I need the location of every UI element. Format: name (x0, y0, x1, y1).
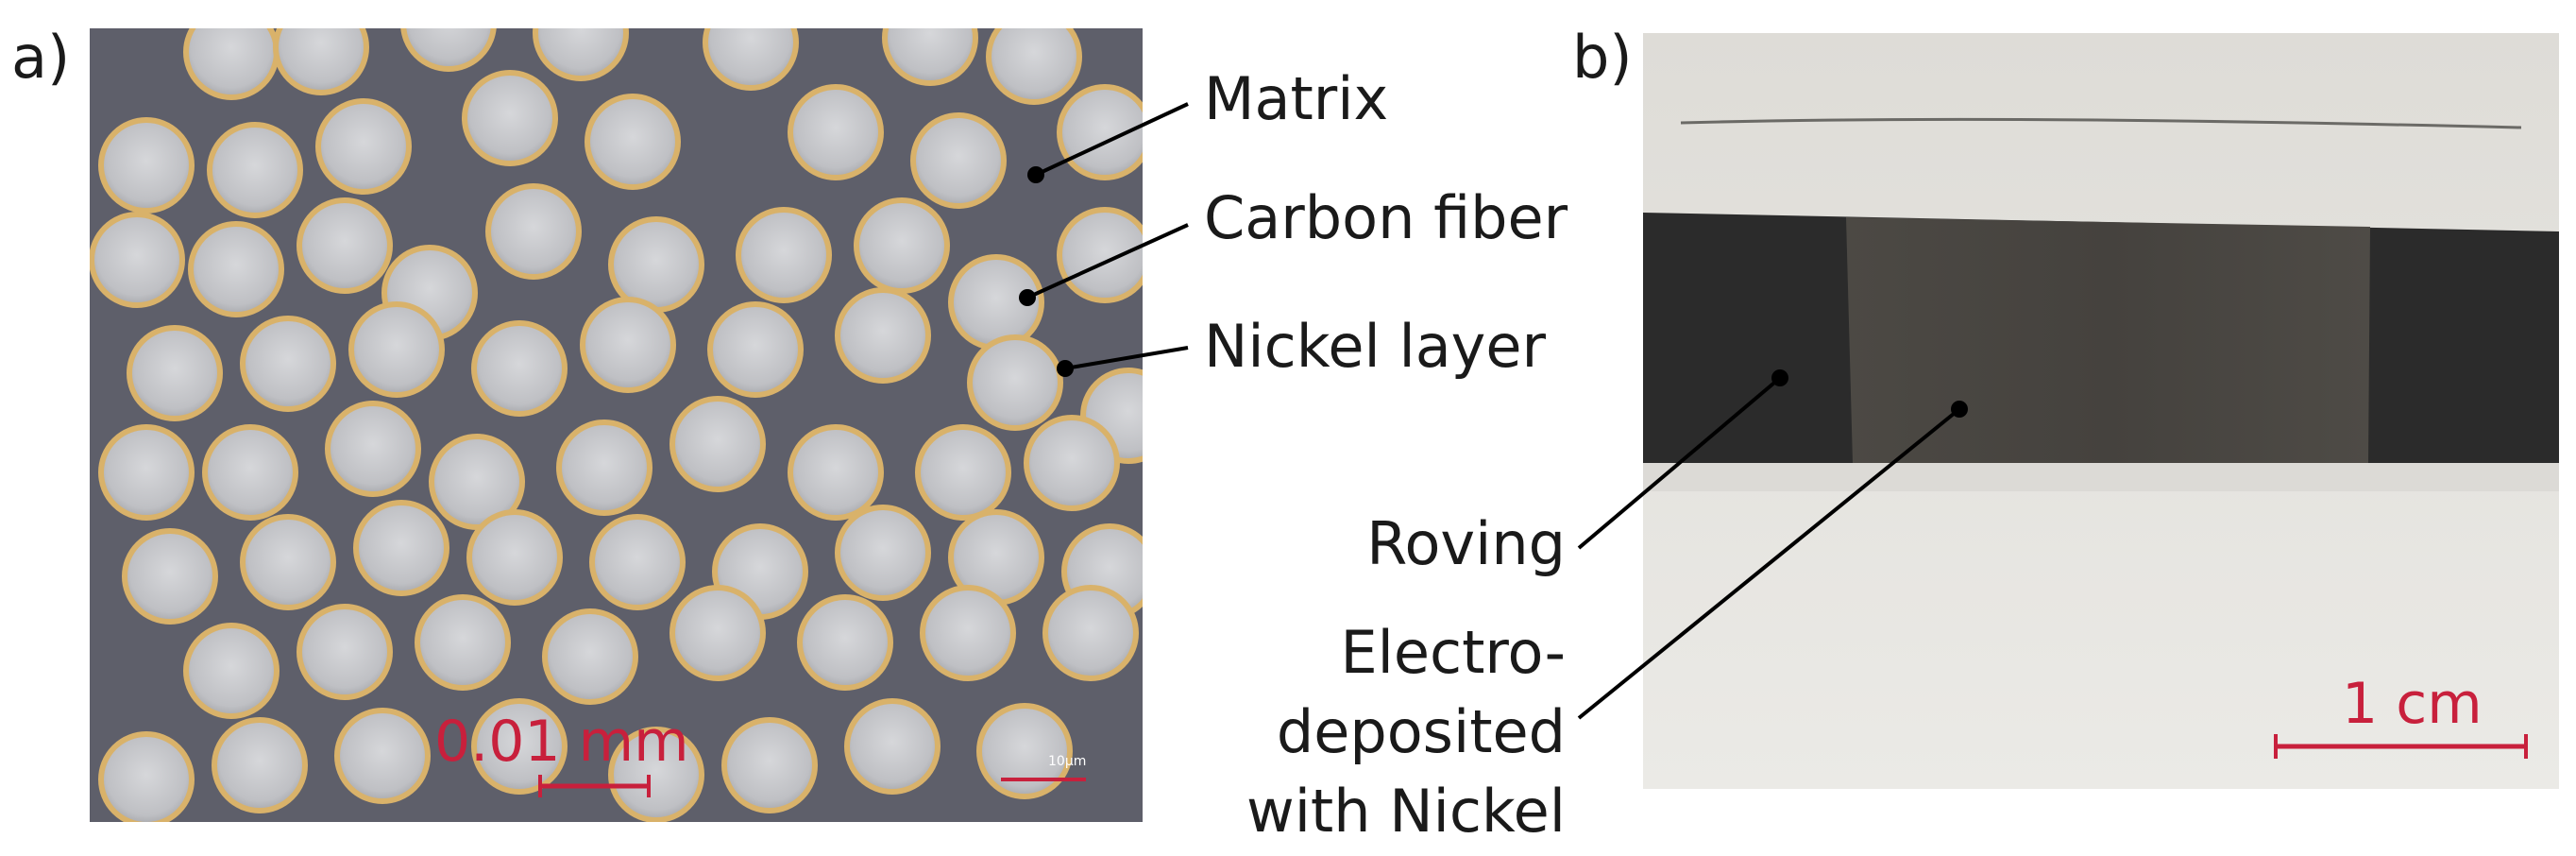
panel-b-leaders (1577, 369, 1968, 720)
carbon-fiber-cross-section (90, 212, 185, 308)
carbon-fiber-cross-section (462, 70, 558, 166)
carbon-fiber-cross-section (580, 297, 676, 393)
carbon-fiber-cross-section (122, 528, 218, 625)
fiber-group (90, 28, 1143, 822)
carbon-fiber-cross-section (415, 594, 511, 691)
electro-label-line3: with Nickel (1246, 777, 1566, 846)
carbon-fiber-cross-section (986, 28, 1082, 105)
carbon-fiber-cross-section (1024, 415, 1120, 511)
panel-a-label: a) (11, 23, 71, 92)
carbon-fiber-cross-section (835, 505, 931, 601)
roving-label: Roving (1366, 509, 1566, 578)
carbon-fiber-cross-section (348, 301, 445, 398)
carbon-fiber-cross-section (429, 434, 525, 530)
carbon-fiber-cross-section (533, 28, 629, 81)
micro-scalebar-label: 10µm (1048, 754, 1086, 769)
scalebar-b-label: 1 cm (2342, 671, 2483, 737)
carbon-fiber-cross-section (608, 727, 704, 822)
carbon-fiber-cross-section (920, 585, 1016, 681)
roving-marker (1771, 369, 1788, 386)
carbon-fiber-cross-section (315, 98, 412, 195)
carbon-fiber-cross-section (240, 514, 336, 610)
carbon-fiber-cross-section (183, 623, 280, 719)
carbon-fiber-cross-section (797, 594, 893, 691)
carbon-fiber-cross-section (703, 28, 799, 91)
carbon-fiber-cross-section (297, 197, 393, 294)
carbon-fiber-cross-section (585, 94, 681, 190)
carbon-fiber-cross-section (334, 708, 431, 804)
carbon-fiber-cross-section (471, 320, 568, 417)
micrograph-image: 0.01 mm 10µm (90, 28, 1143, 822)
carbon-fiber-cross-section (835, 287, 931, 384)
carbon-fiber-cross-section (485, 183, 582, 280)
panel-a-leaders (1019, 102, 1189, 377)
carbon-fiber-cross-section (967, 334, 1063, 431)
carbon-fiber-cross-section (98, 117, 195, 214)
carbon-fiber-cross-section (915, 424, 1011, 521)
carbon-fiber-cross-section (202, 424, 298, 521)
carbon-fiber-cross-section (207, 122, 303, 218)
carbon-fiber-cross-section (844, 698, 941, 795)
electro-label-line1: Electro- (1340, 618, 1566, 687)
roving-photo: 1 cm (1643, 33, 2559, 789)
carbon-fiber-label: Carbon fiber (1204, 183, 1568, 252)
nickel-coated-region (1846, 217, 2370, 463)
electro-label-line2: deposited (1276, 697, 1566, 766)
carbon-fiber-cross-section (910, 112, 1007, 209)
carbon-fiber-cross-section (353, 500, 449, 596)
nickel-layer-label: Nickel layer (1204, 312, 1547, 381)
carbon-fiber-cross-section (736, 207, 832, 303)
carbon-fiber-cross-section (471, 698, 568, 795)
carbon-fiber-cross-section (854, 197, 950, 294)
carbon-fiber-cross-section (127, 325, 223, 421)
carbon-fiber-cross-section (1042, 585, 1139, 681)
matrix-marker (1027, 166, 1044, 183)
carbon-fiber-cross-section (707, 301, 804, 398)
nickel-layer-marker (1057, 360, 1074, 377)
carbon-fiber-cross-section (556, 419, 652, 516)
carbon-fiber-cross-section (240, 316, 336, 412)
carbon-fiber-cross-section (721, 717, 818, 813)
carbon-fiber-cross-section (589, 514, 686, 610)
scalebar-label: 0.01 mm (434, 709, 689, 775)
carbon-fiber-cross-section (400, 28, 497, 72)
carbon-fiber-cross-section (212, 717, 308, 813)
matrix-label: Matrix (1204, 64, 1389, 133)
carbon-fiber-cross-section (669, 396, 766, 492)
carbon-fiber-cross-section (542, 608, 638, 705)
carbon-fiber-cross-section (788, 424, 884, 521)
carbon-fiber-cross-section (1057, 207, 1143, 303)
carbon-fiber-cross-section (297, 604, 393, 700)
carbon-fiber-cross-section (466, 509, 563, 606)
panel-b-label: b) (1572, 23, 1633, 92)
carbon-fiber-cross-section (98, 424, 195, 521)
carbon-fiber-cross-section (273, 28, 369, 95)
carbon-fiber-cross-section (882, 28, 978, 86)
carbon-fiber-cross-section (98, 731, 195, 822)
carbon-fiber-cross-section (788, 84, 884, 180)
carbon-fiber-cross-section (325, 401, 421, 497)
carbon-fiber-cross-section (188, 221, 284, 317)
carbon-fiber-cross-section (669, 585, 766, 681)
carbon-fiber-cross-section (976, 703, 1073, 799)
carbon-fiber-marker (1019, 289, 1036, 306)
electrodeposited-marker (1951, 401, 1968, 418)
